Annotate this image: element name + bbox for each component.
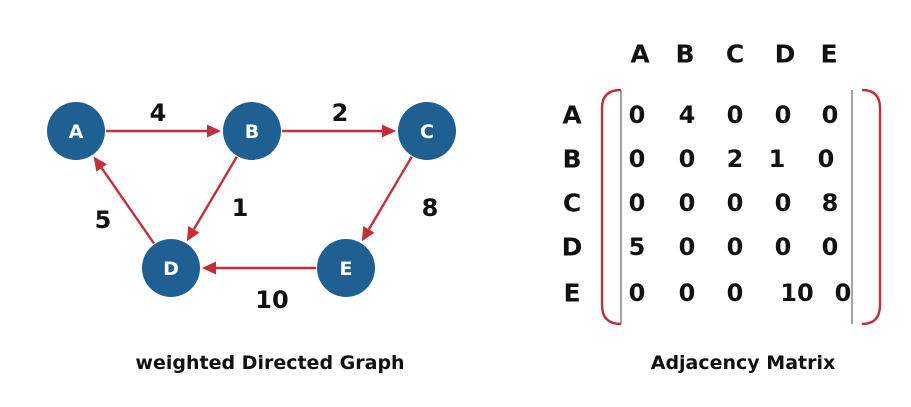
matrix-col-header-E: E (820, 40, 837, 69)
matrix-row-header-C: C (563, 189, 581, 218)
node-circle-E (317, 239, 375, 297)
graph-caption: weighted Directed Graph (135, 352, 404, 374)
edge-D-A (100, 167, 155, 245)
matrix-col-header-C: C (726, 40, 744, 69)
matrix-cell-C-E: 8 (822, 189, 839, 217)
matrix-cell-B-A: 0 (629, 145, 646, 173)
node-circle-C (398, 102, 456, 160)
matrix-cell-D-A: 5 (629, 233, 646, 261)
edge-C-E (367, 156, 413, 230)
node-B: B (223, 102, 281, 160)
node-label-A: A (69, 121, 84, 143)
matrix-cell-C-D: 0 (775, 189, 792, 217)
matrix-cell-A-D: 0 (775, 101, 792, 129)
edge-weight-C-E: 8 (422, 194, 439, 222)
matrix-col-header-B: B (675, 40, 694, 69)
matrix-cell-D-E: 0 (822, 233, 839, 261)
edge-weight-E-D: 10 (255, 286, 288, 314)
node-circle-B (223, 102, 281, 160)
matrix-cell-A-C: 0 (727, 101, 744, 129)
arrowhead-B-C (382, 124, 396, 138)
matrix-col-header-D: D (775, 40, 796, 69)
matrix-cell-E-E: 0 (835, 279, 852, 307)
matrix-cell-A-B: 4 (679, 101, 696, 129)
edge-weight-A-B: 4 (150, 99, 167, 127)
arrowhead-D-A (93, 156, 107, 172)
matrix-col-header-A: A (630, 40, 650, 69)
node-label-C: C (420, 121, 434, 143)
matrix-cell-B-D: 1 (769, 145, 786, 173)
arrowhead-C-E (361, 225, 375, 242)
node-D: D (142, 239, 200, 297)
arrowhead-B-D (186, 225, 200, 242)
node-label-E: E (340, 258, 353, 280)
arrowhead-E-D (202, 261, 216, 275)
matrix-row-header-A: A (562, 101, 582, 130)
matrix-cell-C-B: 0 (679, 189, 696, 217)
matrix-caption: Adjacency Matrix (651, 352, 836, 374)
matrix-cell-B-E: 0 (818, 145, 835, 173)
edge-B-D (192, 156, 238, 230)
matrix-cell-D-C: 0 (727, 233, 744, 261)
matrix-cell-E-A: 0 (629, 279, 646, 307)
node-label-B: B (245, 121, 259, 143)
matrix-cell-E-C: 0 (727, 279, 744, 307)
node-circle-D (142, 239, 200, 297)
node-label-D: D (163, 258, 179, 280)
matrix-cell-B-C: 2 (727, 145, 744, 173)
matrix-cell-D-D: 0 (775, 233, 792, 261)
node-E: E (317, 239, 375, 297)
matrix-row-header-E: E (563, 279, 580, 308)
matrix-cell-E-B: 0 (679, 279, 696, 307)
graph-edge-weights: 4 2 1 8 5 10 (95, 99, 439, 314)
edge-weight-D-A: 5 (95, 206, 112, 234)
arrowhead-A-B (207, 124, 221, 138)
matrix-cell-E-D: 10 (780, 279, 813, 307)
graph-edges (93, 124, 413, 275)
matrix-row-header-B: B (562, 145, 581, 174)
node-A: A (47, 102, 105, 160)
edge-weight-B-C: 2 (332, 99, 349, 127)
matrix-row-header-D: D (562, 233, 583, 262)
graph-nodes: A B C D E (47, 102, 456, 297)
matrix-cell-D-B: 0 (679, 233, 696, 261)
edge-weight-B-D: 1 (232, 194, 249, 222)
matrix-cell-C-C: 0 (727, 189, 744, 217)
matrix-cell-A-E: 0 (822, 101, 839, 129)
node-C: C (398, 102, 456, 160)
matrix-cell-B-B: 0 (679, 145, 696, 173)
matrix-left-bracket (600, 88, 622, 326)
matrix-right-bracket (861, 88, 882, 326)
node-circle-A (47, 102, 105, 160)
matrix-cell-A-A: 0 (629, 101, 646, 129)
matrix-cell-C-A: 0 (629, 189, 646, 217)
